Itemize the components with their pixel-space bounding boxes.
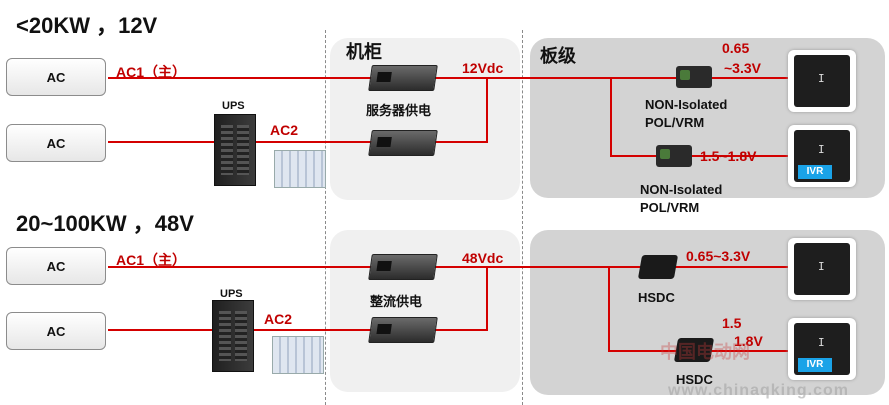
pol-lower-label-2: POL/VRM [640,200,700,215]
watermark-url: www.chinaqking.com [668,382,849,399]
bus-12v-label: 12Vdc [462,60,504,76]
ac2-line-bottom [108,329,488,331]
bottom-heading: 20~100KW ，48V [16,211,194,236]
top-heading: <20KW ，12V [16,13,158,38]
power-supply-icon [368,130,438,156]
hsdc-lower-voltage-1: 1.5 [722,315,742,331]
chip-icon [794,243,850,295]
psu-join-bottom [486,266,488,331]
power-supply-icon [368,65,438,91]
processor-chip-top-2: I IVR [788,125,856,187]
ups-icon [214,114,256,186]
rectifier-icon [368,254,438,280]
pol-lower-line-top [610,155,790,157]
ups-icon [212,300,254,372]
separator-board [522,30,523,405]
ac1-label-top: AC1（主） [116,64,187,80]
bus-48v-label: 48Vdc [462,250,504,266]
separator-cabinet [325,30,326,405]
pol-upper-label-2: POL/VRM [645,115,705,130]
ivr-badge-bottom: IVR [798,358,832,372]
pol-module-icon [676,66,712,88]
hsdc-lower-label: HSDC [676,372,713,387]
chip-mark: I [818,260,825,273]
ac-source-top-2: AC [6,124,106,162]
ac-source-bottom-1: AC [6,247,106,285]
rectifier-icon [368,317,438,343]
ivr-badge-top: IVR [798,165,832,179]
pol-upper-label-1: NON-Isolated [645,97,728,112]
chip-icon [794,55,850,107]
ac-source-bottom-2: AC [6,312,106,350]
ac1-label-bottom: AC1（主） [116,252,187,268]
pol-module-icon [656,145,692,167]
watermark-cn: 中国电动网 [660,342,750,362]
processor-chip-top-1: I [788,50,856,112]
ac2-label-bottom: AC2 [264,311,293,327]
ac2-line-top [108,141,488,143]
pol-upper-voltage-2: ~3.3V [724,60,761,76]
chip-mark: I [818,72,825,85]
processor-chip-bottom-2: I IVR [788,318,856,380]
pol-branch-top [610,77,612,157]
ac1-line-top [108,77,788,79]
hsdc-branch-bottom [608,266,610,352]
battery-icon [272,336,324,374]
pol-upper-voltage-1: 0.65 [722,40,750,56]
pol-lower-voltage: 1.5~1.8V [700,148,757,164]
ups-label-bottom: UPS [220,288,243,300]
cabinet-title: 机柜 [346,42,382,62]
rectifier-label: 整流供电 [370,294,423,309]
hsdc-upper-voltage: 0.65~3.3V [686,248,751,264]
hsdc-upper-label: HSDC [638,290,675,305]
psu-join-top [486,77,488,143]
chip-mark: I [818,336,825,349]
ups-label-top: UPS [222,100,245,112]
server-power-label: 服务器供电 [366,103,432,118]
ac1-line-bottom [108,266,788,268]
ac-source-top-1: AC [6,58,106,96]
hsdc-lower-voltage-2: 1.8V [734,333,763,349]
processor-chip-bottom-1: I [788,238,856,300]
battery-icon [274,150,326,188]
ac2-label-top: AC2 [270,122,299,138]
board-title: 板级 [540,46,576,66]
pol-lower-label-1: NON-Isolated [640,182,723,197]
chip-mark: I [818,143,825,156]
hsdc-module-icon [637,255,679,279]
